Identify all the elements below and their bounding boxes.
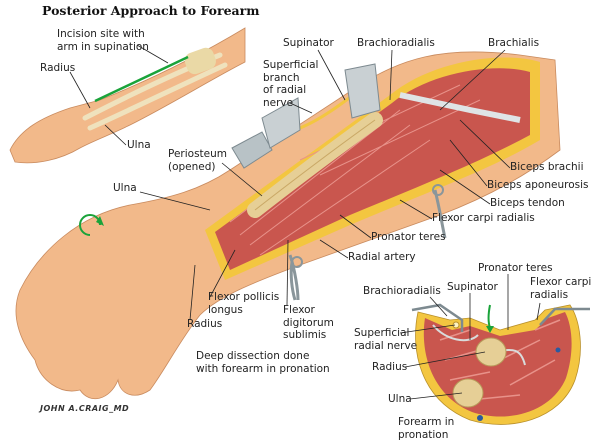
leader-lines (69, 44, 541, 400)
label-periosteum: Periosteum(opened) (168, 148, 228, 173)
incision-line (94, 55, 189, 103)
label-cs-supinator: Supinator (447, 281, 498, 293)
label-cs-ulna: Ulna (388, 393, 412, 405)
label-biceps-aponeurosis: Biceps aponeurosis (487, 179, 589, 191)
label-radius-upper: Radius (40, 62, 76, 74)
label-pronator-teres: Pronator teres (371, 231, 446, 243)
upper-arm-figure (9, 27, 246, 164)
artist-signature: JOHN A.CRAIG_MD (40, 404, 130, 413)
label-supinator: Supinator (283, 37, 334, 49)
label-ulna-main: Ulna (113, 182, 137, 194)
label-cs-radius: Radius (372, 361, 408, 373)
label-brachioradialis: Brachioradialis (357, 37, 435, 49)
figure-title: Posterior Approach to Forearm (42, 3, 260, 18)
cross-radius (475, 337, 507, 367)
label-cs-brachioradialis: Brachioradialis (363, 285, 441, 297)
label-cs-pronator-teres: Pronator teres (478, 262, 553, 274)
label-radial-artery: Radial artery (348, 251, 416, 263)
cross-section-figure (411, 303, 590, 425)
label-biceps-tendon: Biceps tendon (490, 197, 565, 209)
label-flexor-carpi-radialis: Flexor carpi radialis (432, 212, 535, 224)
label-ulna-upper: Ulna (127, 139, 151, 151)
label-radius-main: Radius (187, 318, 223, 330)
label-brachialis: Brachialis (488, 37, 540, 49)
main-arm-figure (15, 51, 561, 400)
cross-ulna (452, 378, 484, 408)
label-biceps-brachii: Biceps brachii (510, 161, 584, 173)
